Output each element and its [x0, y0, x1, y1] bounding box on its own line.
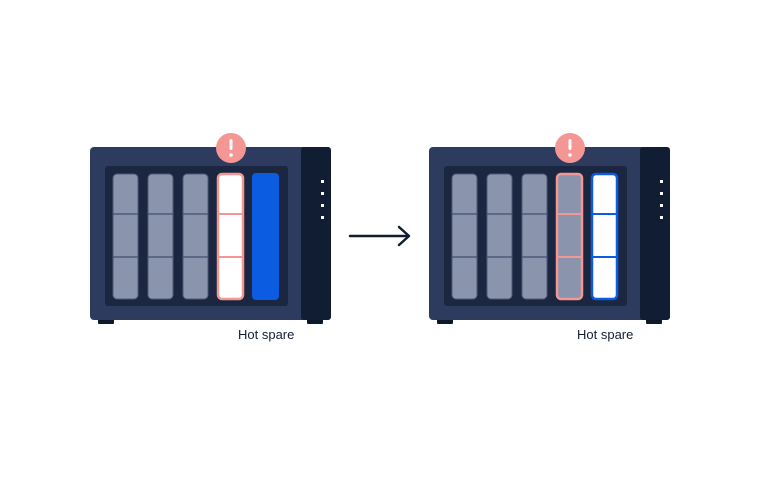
status-led: [660, 204, 663, 207]
side-panel: [640, 147, 670, 320]
status-led: [321, 180, 324, 183]
exclamation-icon: [216, 133, 246, 163]
drive-slot: [486, 173, 513, 300]
after-nas-unit: [429, 133, 670, 324]
alert-mark: [229, 139, 233, 150]
drive-slot: [182, 173, 209, 300]
right-arrow-icon: [348, 225, 411, 247]
hot-spare-drive: [252, 173, 279, 300]
status-led: [660, 180, 663, 183]
drive-slot: [112, 173, 139, 300]
hot-spare-drive: [590, 172, 619, 301]
alert-dot: [568, 153, 572, 157]
alert-mark: [568, 139, 572, 150]
hot-spare-label-after: Hot spare: [577, 327, 634, 342]
exclamation-icon: [555, 133, 585, 163]
drive-slot: [451, 173, 478, 300]
arrow-head: [397, 225, 411, 247]
failed-drive: [216, 172, 245, 301]
hot-spare-label-before: Hot spare: [238, 327, 295, 342]
failed-drive: [555, 172, 584, 301]
drive-slot: [521, 173, 548, 300]
status-led: [660, 216, 663, 219]
before-nas-unit: [90, 133, 331, 324]
status-led: [660, 192, 663, 195]
side-panel: [301, 147, 331, 320]
drive-slot: [147, 173, 174, 300]
alert-dot: [229, 153, 233, 157]
status-led: [321, 216, 324, 219]
status-led: [321, 192, 324, 195]
status-led: [321, 204, 324, 207]
